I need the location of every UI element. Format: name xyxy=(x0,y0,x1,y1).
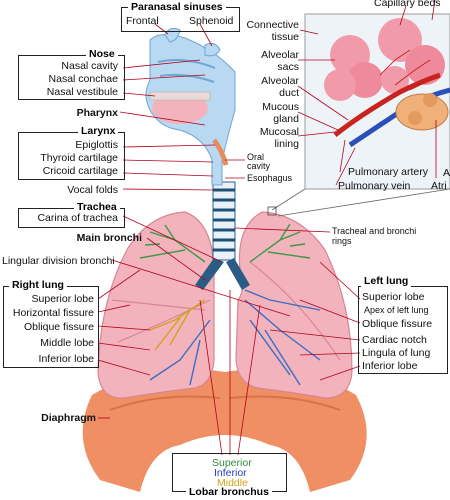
cardiac-notch-label: Cardiac notch xyxy=(362,334,427,346)
cut-label-atri: Atri xyxy=(431,180,447,192)
leader-lines xyxy=(97,0,437,456)
oral-cavity-label-2: cavity xyxy=(247,161,271,171)
esophagus-label: Esophagus xyxy=(247,173,293,183)
lobar-bronchus-title: Lobar bronchus xyxy=(186,486,272,498)
lobar-superior-label: Superior xyxy=(212,457,252,469)
middle-lobe-label: Middle lobe xyxy=(40,337,94,349)
trachea-box xyxy=(18,208,125,228)
cricoid-cartilage-label: Cricoid cartilage xyxy=(42,165,118,177)
epiglottis-label: Epiglottis xyxy=(75,139,118,151)
left-oblique-fissure-label: Oblique fissure xyxy=(362,318,433,330)
right-oblique-fissure-label: Oblique fissure xyxy=(23,321,94,333)
pulmonary-artery-label: Pulmonary artery xyxy=(348,166,428,178)
nose-box xyxy=(18,55,125,100)
larynx-box xyxy=(18,132,125,180)
cut-label-a: A xyxy=(443,167,450,179)
trachea-title: Trachea xyxy=(74,201,120,213)
middle-bronchi xyxy=(149,299,206,351)
right-superior-lobe-label: Superior lobe xyxy=(31,293,94,305)
diaphragm-label: Diaphragm xyxy=(41,412,96,424)
sinuses-title: Paranasal sinuses xyxy=(128,1,226,13)
connective-tissue-label-1: Connective xyxy=(246,19,299,31)
pharynx-label: Pharynx xyxy=(76,107,118,119)
left-lung-title: Left lung xyxy=(361,275,412,287)
alveolar-duct-label-1: Alveolar xyxy=(261,75,299,87)
mucous-gland-label-2: gland xyxy=(273,113,299,125)
pulmonary-vein-label: Pulmonary vein xyxy=(338,180,411,192)
lingula-label: Lingula of lung xyxy=(362,347,431,359)
capillary-beds-label: Capillary beds xyxy=(374,0,441,9)
alveolar-duct-label-2: duct xyxy=(279,87,299,99)
alveolar-sacs xyxy=(324,18,445,101)
left-inferior-lobe-label: Inferior lobe xyxy=(362,360,418,372)
right-inferior-lobe-label: Inferior lobe xyxy=(38,353,94,365)
sphenoid-sinus-label: Sphenoid xyxy=(189,15,234,27)
thyroid-cartilage-label: Thyroid cartilage xyxy=(40,152,118,164)
lingular-bronchi-label: Lingular division bronchi xyxy=(2,255,115,267)
oral-cavity-label-1: Oral xyxy=(247,152,265,162)
mucosal-lining-label-2: lining xyxy=(274,138,299,150)
lobar-inferior-label: Inferior xyxy=(214,467,247,479)
alveolar-sacs-label-1: Alveolar xyxy=(261,49,299,61)
inferior-bronchi xyxy=(149,289,321,386)
rings-label-1: Tracheal and bronchi xyxy=(332,226,417,236)
nasal-vestibule-label: Nasal vestibule xyxy=(46,86,118,98)
left-superior-lobe-label: Superior lobe xyxy=(362,291,425,303)
rings-label-2: rings xyxy=(332,236,352,246)
carina-label: Carina of trachea xyxy=(37,212,118,224)
connective-tissue-label-2: tissue xyxy=(271,31,299,43)
larynx-title: Larynx xyxy=(78,125,119,137)
nasal-conchae-label: Nasal conchae xyxy=(48,73,118,85)
right-lung-title: Right lung xyxy=(9,279,67,291)
frontal-sinus-label: Frontal xyxy=(126,15,159,27)
mucosal-lining-label-1: Mucosal xyxy=(259,126,299,138)
main-bronchi-label: Main bronchi xyxy=(76,232,142,244)
alveolar-sacs-label-2: sacs xyxy=(277,61,299,73)
nose-title: Nose xyxy=(86,48,118,60)
apex-left-lung-label: Apex of left lung xyxy=(364,305,429,315)
mucous-gland-label-1: Mucous xyxy=(262,101,299,113)
nasal-cavity-label: Nasal cavity xyxy=(61,60,118,72)
horizontal-fissure-label: Horizontal fissure xyxy=(12,307,94,319)
vocal-folds-label: Vocal folds xyxy=(67,184,118,196)
